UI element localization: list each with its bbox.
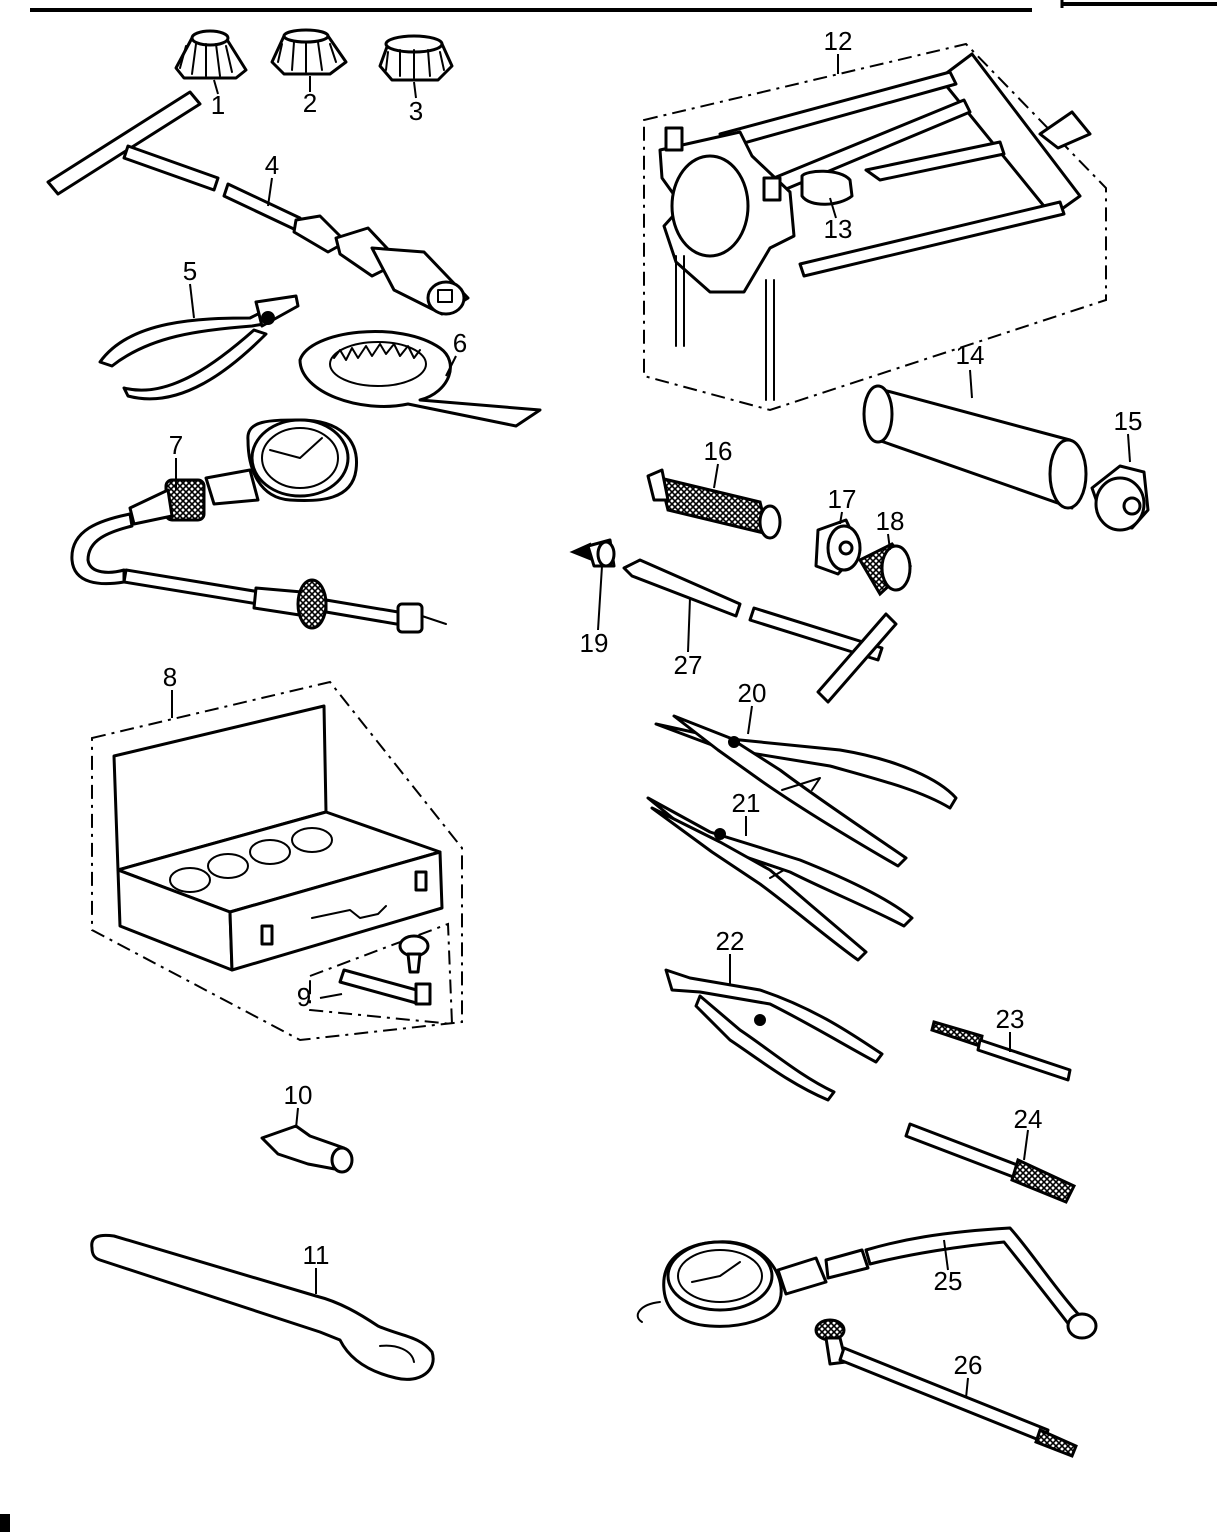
callout-18: 18 [876, 506, 905, 536]
callout-6: 6 [453, 328, 467, 358]
gauge-adapter-hose [814, 1318, 1078, 1458]
bearing-installer-sleeve [862, 384, 1088, 510]
clutch-holder-wrench [298, 330, 542, 428]
callout-1: 1 [211, 90, 225, 120]
callout-24: 24 [1014, 1104, 1043, 1134]
callout-5: 5 [183, 256, 197, 286]
callout-7: 7 [169, 430, 183, 460]
callout-3: 3 [409, 96, 423, 126]
cutting-pliers [98, 294, 300, 401]
snap-ring-pliers-20 [654, 714, 958, 868]
driver-handle [646, 468, 782, 540]
leader-lines [171, 54, 1131, 1399]
bearing-puller-set [643, 42, 1107, 412]
valve-guide-tool [569, 538, 616, 568]
callout-27: 27 [674, 650, 703, 680]
callout-17: 17 [828, 484, 857, 514]
edge-mark [0, 1514, 10, 1532]
oil-pressure-gauge [636, 1226, 1098, 1340]
bearing-cone-1 [174, 29, 248, 80]
callout-8: 8 [163, 662, 177, 692]
pin-spanner-wrench [90, 1233, 435, 1381]
driver-attachment-18 [857, 542, 913, 597]
callout-10: 10 [284, 1080, 313, 1110]
callout-4: 4 [265, 150, 279, 180]
callout-25: 25 [934, 1266, 963, 1296]
callout-9: 9 [297, 982, 311, 1012]
callout-26: 26 [954, 1350, 983, 1380]
callout-12: 12 [824, 26, 853, 56]
drift-punch [904, 1122, 1077, 1204]
t-handle-remover [622, 558, 898, 704]
callout-23: 23 [996, 1004, 1025, 1034]
callout-22: 22 [716, 926, 745, 956]
callout-14: 14 [956, 340, 985, 370]
driver-attachment-17 [814, 518, 862, 576]
socket-adapter [260, 1124, 354, 1174]
bearing-cone-3 [378, 34, 454, 82]
callout-19: 19 [580, 628, 609, 658]
callout-11: 11 [303, 1240, 330, 1270]
callout-21: 21 [732, 788, 761, 818]
callout-2: 2 [303, 88, 317, 118]
callout-labels: 1 2 3 4 5 6 7 8 9 10 11 12 13 14 15 16 1… [163, 26, 1143, 1380]
bent-tip-pliers [664, 968, 884, 1102]
t-handle-socket-tool [46, 90, 470, 316]
gauge-set-case [91, 680, 463, 1042]
callout-13: 13 [824, 214, 853, 244]
callout-16: 16 [704, 436, 733, 466]
callout-20: 20 [738, 678, 767, 708]
compression-gauge [70, 418, 447, 634]
driver-attachment [1090, 464, 1150, 532]
snap-ring-pliers-21 [646, 796, 914, 962]
frame-top-rule [30, 0, 1217, 12]
gauge-adapter-set [309, 922, 454, 1026]
callout-15: 15 [1114, 406, 1143, 436]
bearing-cone-2 [270, 28, 348, 76]
probe-tool [930, 1020, 1072, 1082]
